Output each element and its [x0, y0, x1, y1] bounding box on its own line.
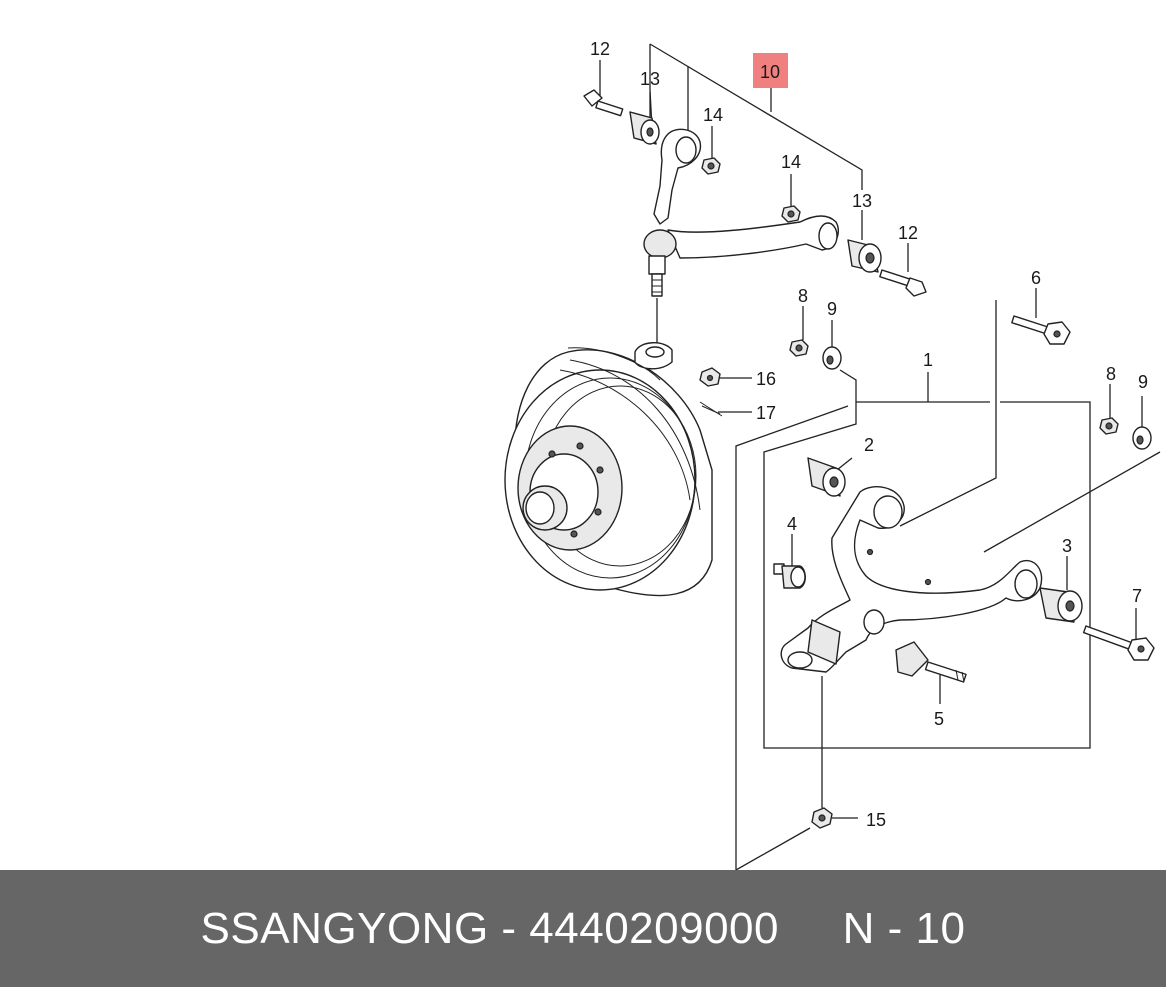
caption-gap: [779, 904, 843, 954]
callout-6: 6: [1031, 268, 1041, 288]
callout-16: 16: [756, 369, 776, 389]
callout-12: 12: [590, 39, 610, 59]
upper-arm-hardware: [583, 89, 927, 297]
callout-8: 8: [798, 286, 808, 306]
callout-17: 17: [756, 403, 776, 423]
brake-rotor-hub: [504, 342, 713, 597]
callout-3: 3: [1062, 536, 1072, 556]
upper-control-arm: [643, 128, 840, 297]
exploded-parts-diagram: 12 13 10 14 14 13 12 6 8 9 1 8 9 16 17 2…: [504, 39, 1161, 870]
brand-name: SSANGYONG: [200, 903, 489, 953]
callout-13: 13: [640, 69, 660, 89]
caption-separator: -: [488, 903, 530, 953]
lower-arm-hardware: [699, 315, 1155, 829]
callout-9: 9: [827, 299, 837, 319]
lower-control-arm: [780, 486, 1043, 673]
callout-12: 12: [898, 223, 918, 243]
part-number: 4440209000: [529, 903, 779, 953]
callout-15: 15: [866, 810, 886, 830]
callout-9: 9: [1138, 372, 1148, 392]
footer-caption-bar: SSANGYONG - 4440209000 N - 10: [0, 870, 1166, 987]
callout-labels: 12 13 10 14 14 13 12 6 8 9 1 8 9 16 17 2…: [590, 39, 1148, 830]
callout-14: 14: [781, 152, 801, 172]
callout-4: 4: [787, 514, 797, 534]
callout-1: 1: [923, 350, 933, 370]
callout-8: 8: [1106, 364, 1116, 384]
callout-7: 7: [1132, 586, 1142, 606]
callout-10-highlight: [753, 53, 788, 88]
callout-10: 10: [760, 62, 780, 82]
callout-5: 5: [934, 709, 944, 729]
callout-13: 13: [852, 191, 872, 211]
diagram-reference: N - 10: [842, 903, 966, 953]
leader-lines: [599, 43, 1161, 870]
callout-2: 2: [864, 435, 874, 455]
callout-14: 14: [703, 105, 723, 125]
